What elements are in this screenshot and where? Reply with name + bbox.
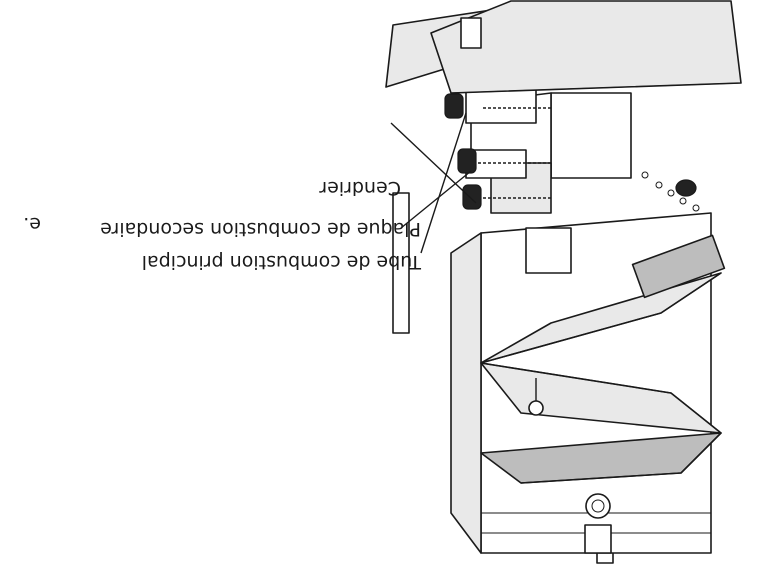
leader-primary-tube xyxy=(420,112,467,254)
side-pin xyxy=(528,400,544,416)
vent-holes xyxy=(641,171,700,212)
combustion-housing xyxy=(550,92,632,179)
round-knob xyxy=(585,493,611,519)
leader-secondary-plate xyxy=(400,170,472,229)
threaded-rods xyxy=(476,107,551,199)
top-bracket xyxy=(460,17,482,49)
label-primary-tube: Tube de combustion principal xyxy=(141,251,421,273)
leader-ash-tray xyxy=(390,122,477,204)
center-leg xyxy=(392,192,410,334)
pipe-stub xyxy=(584,524,612,554)
coil-spring-right xyxy=(675,179,697,197)
firebox-side xyxy=(450,232,482,554)
knob-ash-tray xyxy=(462,184,482,210)
section-letter: e. xyxy=(23,213,41,235)
label-ash-tray: Cendrier xyxy=(319,177,401,199)
knob-primary-tube xyxy=(444,93,464,119)
label-secondary-plate: Plaque de combustion secondaire xyxy=(100,218,421,240)
chute-front xyxy=(525,227,572,274)
access-door xyxy=(631,234,726,299)
knob-secondary-plate xyxy=(457,148,477,174)
